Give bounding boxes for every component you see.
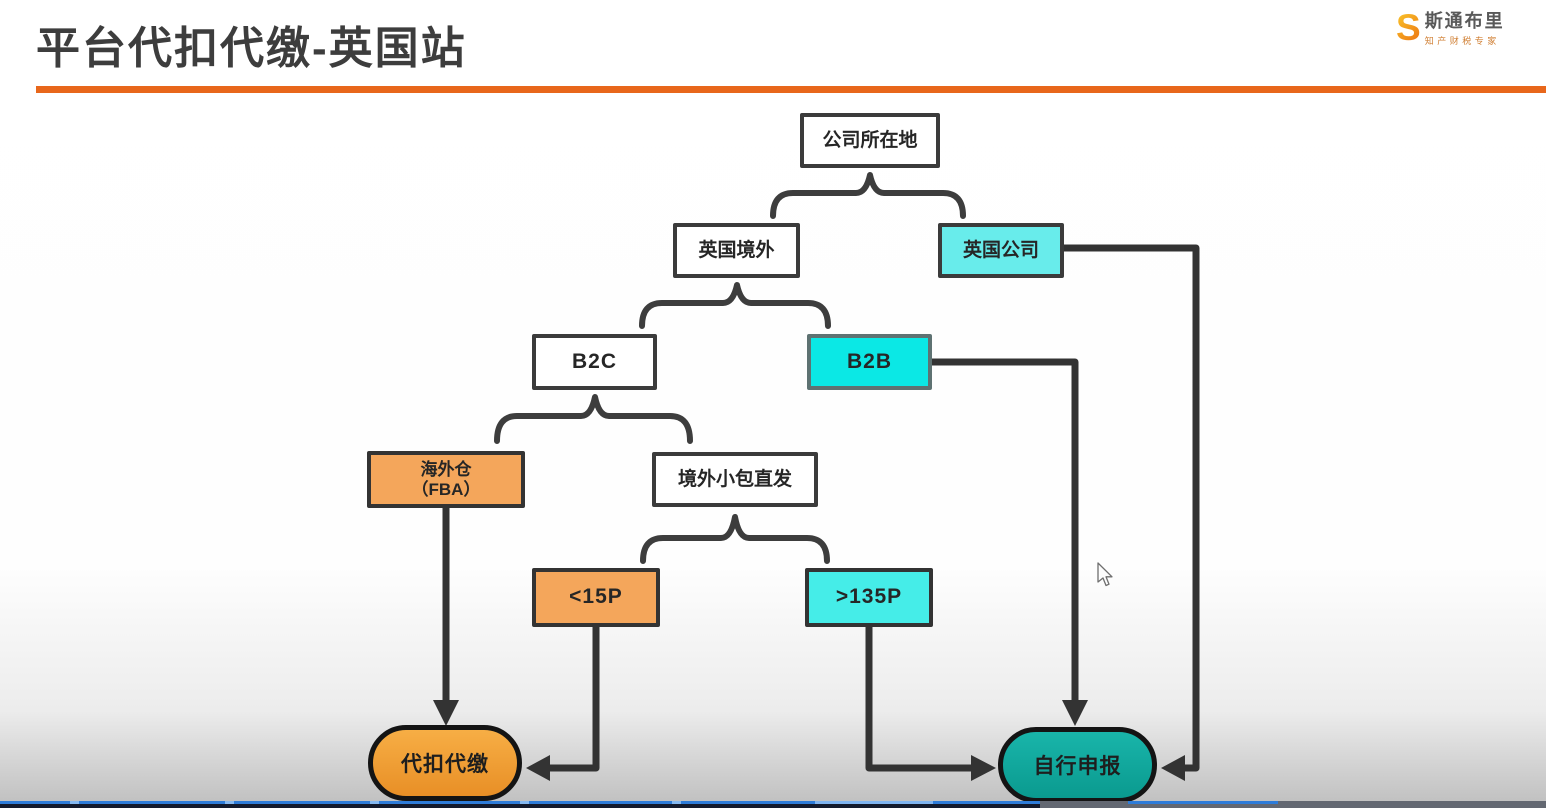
node-under-15p: <15P: [532, 568, 660, 627]
node-over-135p-label: >135P: [835, 585, 903, 609]
seek-bar-buffered-segment: [815, 801, 933, 804]
mouse-cursor-icon: [1097, 562, 1113, 587]
brace-level4: [640, 514, 830, 564]
node-self-declare-result: 自行申报: [998, 727, 1157, 803]
logo-s-icon: S: [1396, 7, 1421, 48]
arrowhead-down-withholding: [433, 700, 459, 726]
brace-level1: [770, 172, 966, 219]
brace-level2: [639, 282, 831, 329]
node-uk-overseas: 英国境外: [673, 223, 800, 278]
seek-bar-marker: [70, 801, 79, 804]
node-overseas-warehouse-label2: （FBA）: [411, 479, 481, 499]
node-direct-parcel: 境外小包直发: [652, 452, 818, 507]
edge-15p-to-withholding: [544, 623, 600, 772]
seek-bar-dark-track: [0, 801, 1040, 808]
seek-bar-segment: [1128, 801, 1278, 804]
node-b2b: B2B: [807, 334, 932, 390]
arrowhead-left-withholding: [526, 755, 550, 781]
edge-b2b-to-selfdeclare: [928, 358, 1079, 704]
node-overseas-warehouse: 海外仓 （FBA）: [367, 451, 525, 508]
node-direct-parcel-label: 境外小包直发: [677, 468, 792, 490]
node-under-15p-label: <15P: [569, 585, 623, 609]
brand-logo: S 斯通布里 知产财税专家: [1396, 8, 1505, 48]
node-self-declare-label: 自行申报: [1033, 755, 1122, 778]
logo-brand-name: 斯通布里: [1424, 11, 1505, 31]
seek-bar-marker: [225, 801, 234, 804]
node-uk-company-label: 英国公司: [962, 239, 1039, 261]
node-company-location: 公司所在地: [800, 113, 940, 168]
node-uk-overseas-label: 英国境外: [698, 239, 775, 261]
edge-ukcompany-to-selfdeclare: [1059, 244, 1200, 772]
edge-135p-to-selfdeclare: [865, 623, 976, 772]
node-company-location-label: 公司所在地: [822, 129, 918, 151]
title-underline-rule: [36, 86, 1546, 93]
node-b2c-label: B2C: [571, 349, 617, 373]
node-overseas-warehouse-label1: 海外仓: [420, 459, 472, 479]
node-withholding-result: 代扣代缴: [368, 725, 522, 801]
arrowhead-left-selfdeclare: [1161, 755, 1185, 781]
seek-bar-marker: [370, 801, 379, 804]
brace-level3: [494, 394, 693, 444]
arrowhead-right-selfdeclare: [971, 755, 996, 781]
page-title: 平台代扣代缴-英国站: [36, 24, 467, 73]
node-over-135p: >135P: [805, 568, 933, 627]
node-withholding-label: 代扣代缴: [401, 753, 489, 776]
logo-tagline: 知产财税专家: [1424, 36, 1500, 46]
seek-bar-marker: [672, 801, 681, 804]
seek-bar-marker: [520, 801, 529, 804]
arrowhead-down-selfdeclare: [1062, 700, 1088, 726]
video-seek-bar[interactable]: [0, 801, 1546, 808]
node-b2b-label: B2B: [846, 349, 892, 373]
node-b2c: B2C: [532, 334, 657, 390]
node-uk-company: 英国公司: [938, 223, 1064, 278]
